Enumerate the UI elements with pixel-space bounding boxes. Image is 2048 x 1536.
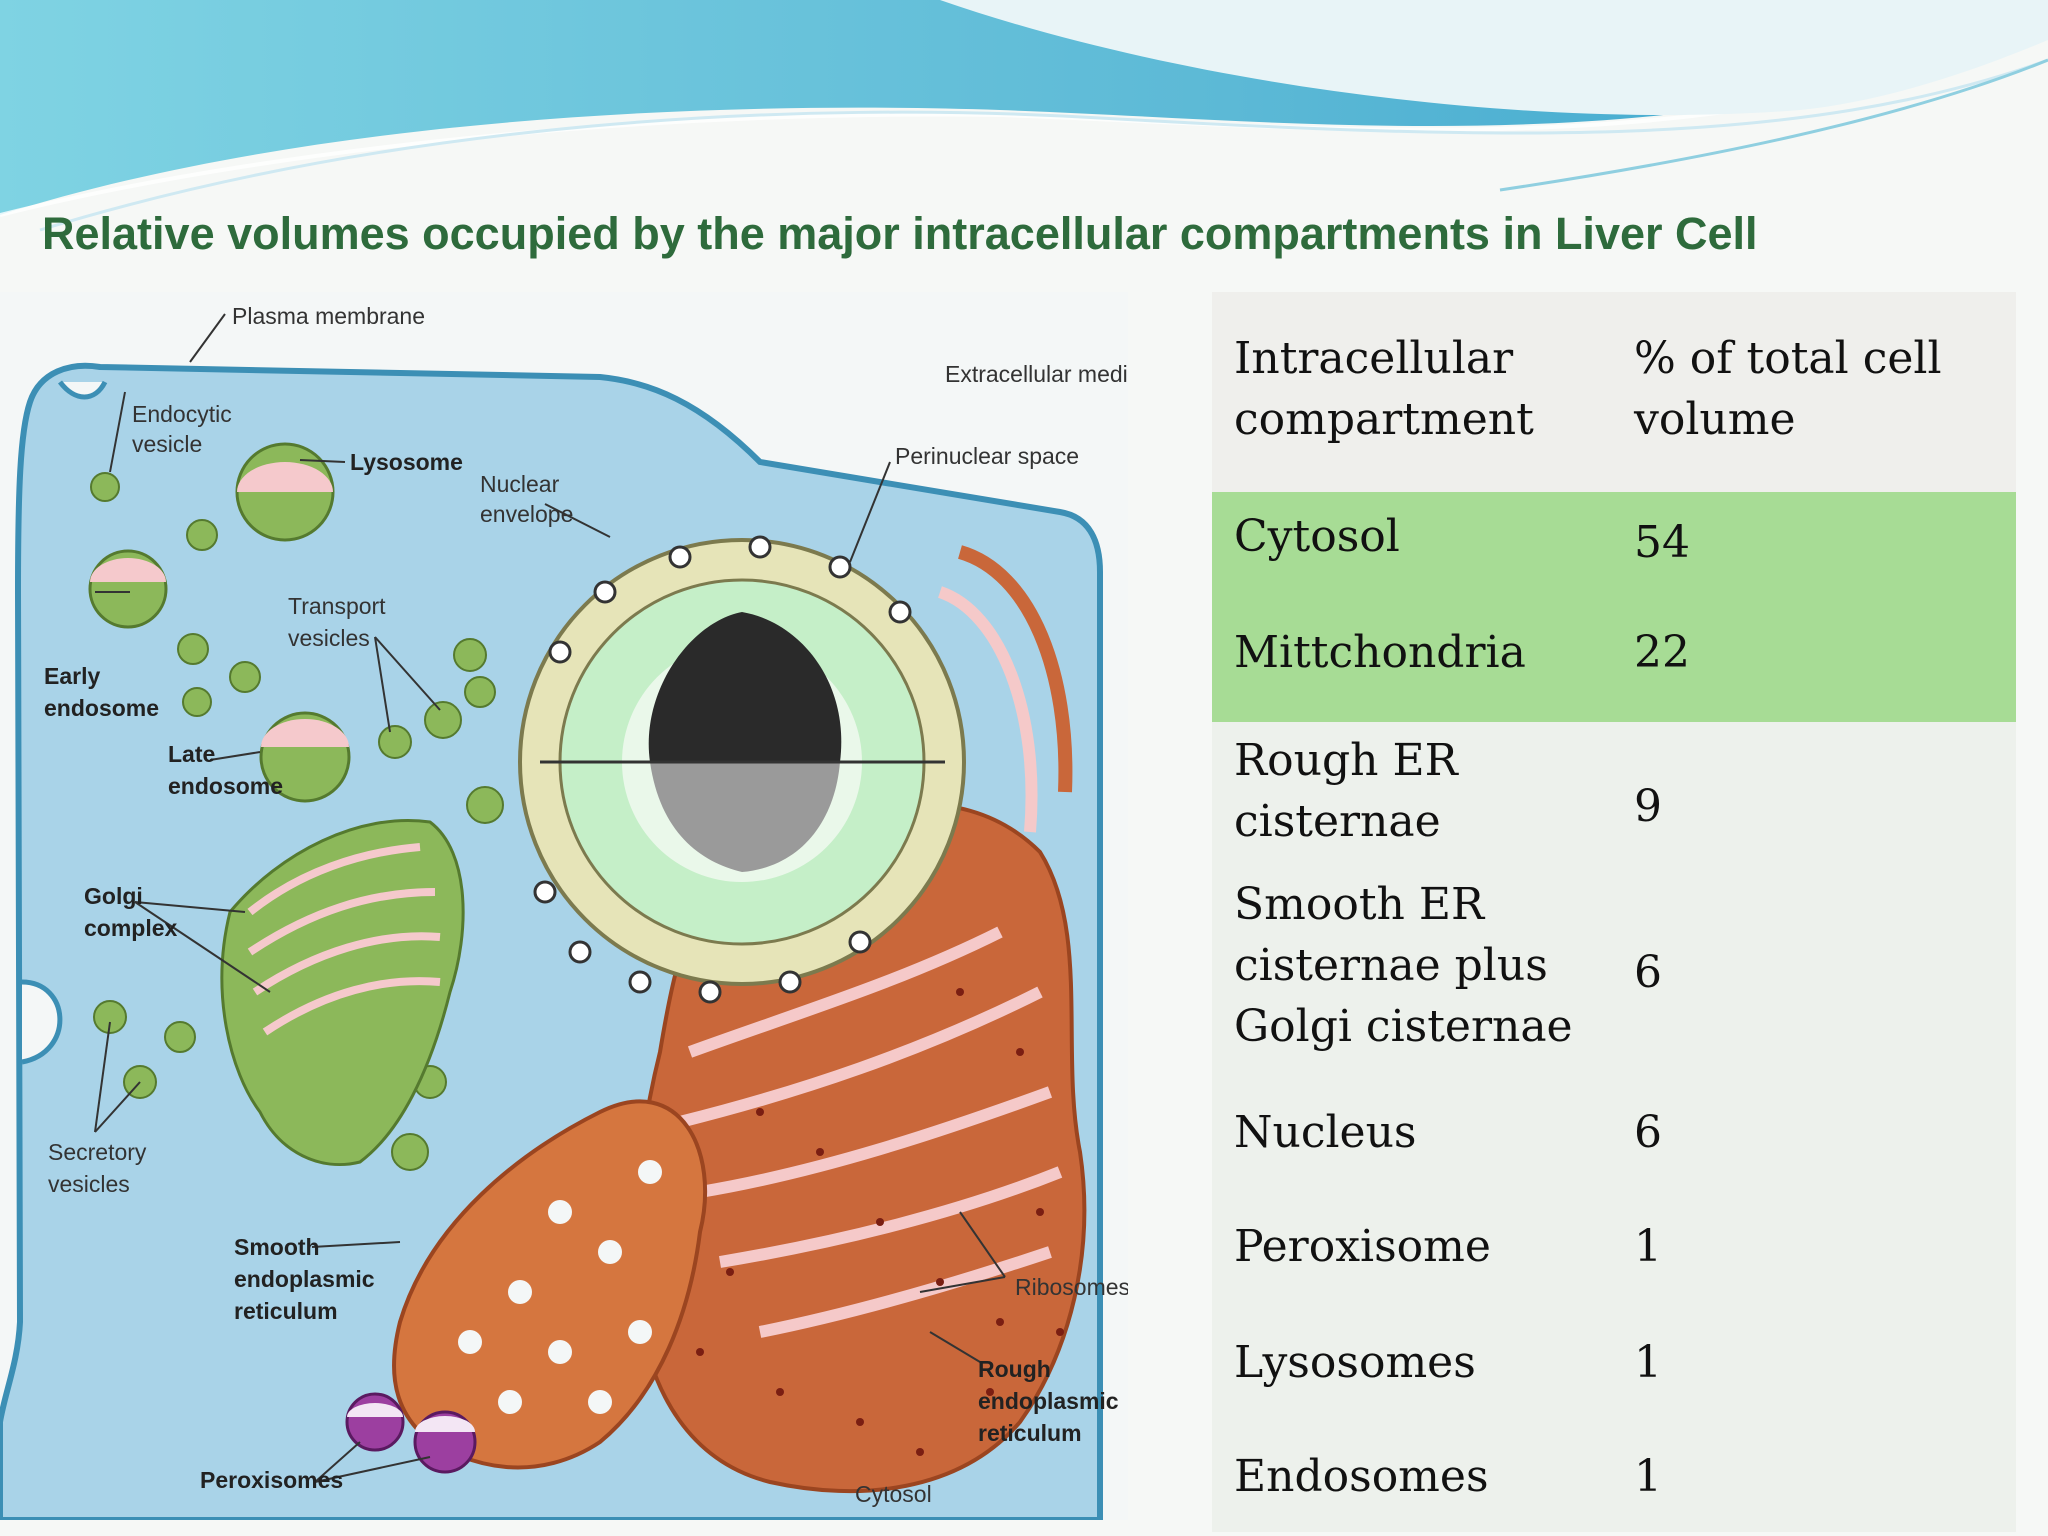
row-cytosol-compartment: Cytosol [1234,511,1400,562]
header-compartment: Intracellular compartment [1234,333,1534,445]
label-ribosomes: Ribosomes [1015,1274,1128,1300]
label-secretory-vesicles-2: vesicles [48,1171,130,1197]
label-golgi-complex-1: Golgi [84,883,143,909]
label-endocytic-vesicle-1: Endocytic [132,401,232,427]
label-late-endosome-1: Late [168,741,215,767]
row-cytosol-percent: 54 [1634,517,1690,568]
label-cytosol: Cytosol [855,1481,932,1507]
table-header-row: Intracellular compartment % of total cel… [1212,292,2016,492]
label-golgi-complex-2: complex [84,915,178,941]
table-body-block: Rough ER cisternae 9 Smooth ER cisternae… [1212,722,2016,1532]
label-nuclear-envelope-1: Nuclear [480,471,560,497]
label-smooth-er-3: reticulum [234,1298,338,1324]
row-peroxisome-compartment: Peroxisome [1234,1221,1491,1272]
row-endosomes-percent: 1 [1634,1451,1662,1502]
header-percent: % of total cell volume [1634,333,1942,445]
slide-title: Relative volumes occupied by the major i… [42,208,1758,259]
row-rough-er-percent: 9 [1634,781,1662,832]
row-lysosomes-percent: 1 [1634,1337,1662,1388]
row-smooth-er-compartment: Smooth ER cisternae plus Golgi cisternae [1234,879,1573,1052]
label-early-endosome-2: endosome [44,695,159,721]
header-wave-decoration [0,0,2048,232]
label-perinuclear-space: Perinuclear space [895,443,1079,469]
label-nuclear-envelope-2: envelope [480,501,573,527]
row-lysosomes-compartment: Lysosomes [1234,1337,1476,1388]
row-nucleus-percent: 6 [1634,1107,1662,1158]
label-rough-er-1: Rough [978,1356,1051,1382]
label-rough-er-3: reticulum [978,1420,1082,1446]
label-lysosome: Lysosome [350,449,463,475]
label-endocytic-vesicle-2: vesicle [132,431,202,457]
nucleolus-shape [648,612,842,762]
compartment-volume-table: Intracellular compartment % of total cel… [1212,292,2016,1532]
label-plasma-membrane: Plasma membrane [232,303,425,329]
label-late-endosome-2: endosome [168,773,283,799]
row-mitochondria-percent: 22 [1634,627,1690,678]
table-highlight-block: Cytosol 54 Mittchondria 22 [1212,492,2016,722]
row-rough-er-compartment: Rough ER cisternae [1234,735,1458,847]
label-secretory-vesicles-1: Secretory [48,1139,147,1165]
row-peroxisome-percent: 1 [1634,1221,1662,1272]
label-early-endosome-1: Early [44,663,100,689]
row-mitochondria-compartment: Mittchondria [1234,627,1526,678]
label-peroxisomes: Peroxisomes [200,1467,343,1493]
label-smooth-er-2: endoplasmic [234,1266,375,1292]
row-smooth-er-percent: 6 [1634,947,1662,998]
row-nucleus-compartment: Nucleus [1234,1107,1417,1158]
label-rough-er-2: endoplasmic [978,1388,1119,1414]
label-smooth-er-1: Smooth [234,1234,320,1260]
peroxisome-shape-1 [345,1392,405,1452]
liver-cell-diagram: Plasma membrane Extracellular medium End… [0,292,1128,1520]
label-extracellular-medium: Extracellular medium [945,361,1128,387]
label-transport-vesicles-2: vesicles [288,625,370,651]
row-endosomes-compartment: Endosomes [1234,1451,1489,1502]
label-transport-vesicles-1: Transport [288,593,386,619]
